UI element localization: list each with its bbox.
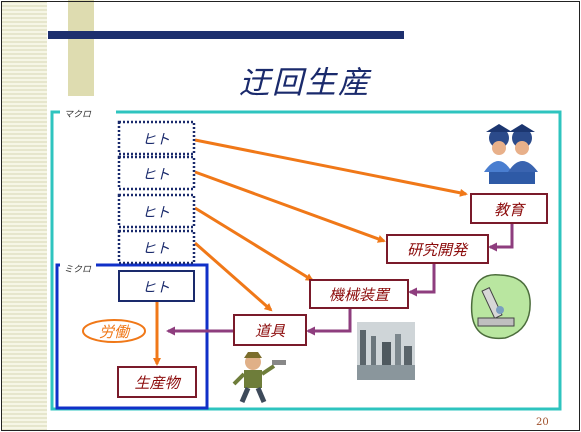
title-bar bbox=[48, 31, 404, 39]
page-title: 迂回生産 bbox=[239, 65, 371, 101]
micro-label: ミクロ bbox=[64, 264, 92, 275]
arrow-hito3-to-machinery bbox=[194, 206, 314, 282]
page-number: 20 bbox=[536, 417, 549, 428]
factory-icon bbox=[357, 322, 415, 380]
education-box bbox=[470, 193, 548, 224]
research-box bbox=[386, 234, 489, 264]
hito-label: ヒト bbox=[142, 205, 170, 221]
hito-label: ヒト bbox=[142, 167, 170, 183]
education-label: 教育 bbox=[494, 201, 526, 219]
left-decor-stripe bbox=[1, 1, 47, 430]
labor-label: 労働 bbox=[99, 323, 131, 341]
micro-hito-box bbox=[118, 270, 195, 302]
hito-box: ヒト bbox=[117, 229, 196, 265]
arrow-machinery-to-tools bbox=[306, 306, 352, 336]
hito-box: ヒト bbox=[117, 120, 196, 156]
hito-box: ヒト bbox=[117, 155, 196, 191]
microscope-icon bbox=[470, 273, 531, 340]
arrow-hito2-to-research bbox=[194, 170, 386, 243]
product-label: 生産物 bbox=[134, 374, 181, 392]
hito-box: ヒト bbox=[117, 193, 196, 229]
tools-box bbox=[233, 314, 307, 346]
tools-label: 道具 bbox=[255, 322, 286, 340]
macro-region bbox=[50, 110, 562, 411]
students-icon bbox=[484, 124, 538, 184]
hito-label: ヒト bbox=[142, 132, 170, 148]
micro-hito-label: ヒト bbox=[142, 280, 170, 296]
arrow-hito4-to-tools bbox=[194, 241, 273, 312]
research-label: 研究開発 bbox=[407, 241, 469, 259]
micro-region bbox=[55, 263, 209, 410]
machinery-label: 機械装置 bbox=[329, 286, 391, 304]
arrow-hito1-to-education bbox=[194, 138, 468, 197]
labor-ellipse bbox=[82, 319, 146, 343]
machinery-box bbox=[309, 279, 409, 309]
arrow-research-to-machinery bbox=[408, 263, 436, 297]
product-box bbox=[117, 366, 197, 398]
title-accent-block bbox=[68, 0, 94, 96]
arrow-education-to-research bbox=[488, 223, 514, 252]
hito-label: ヒト bbox=[142, 241, 170, 257]
worker-icon bbox=[232, 352, 286, 403]
macro-label: マクロ bbox=[64, 109, 92, 120]
